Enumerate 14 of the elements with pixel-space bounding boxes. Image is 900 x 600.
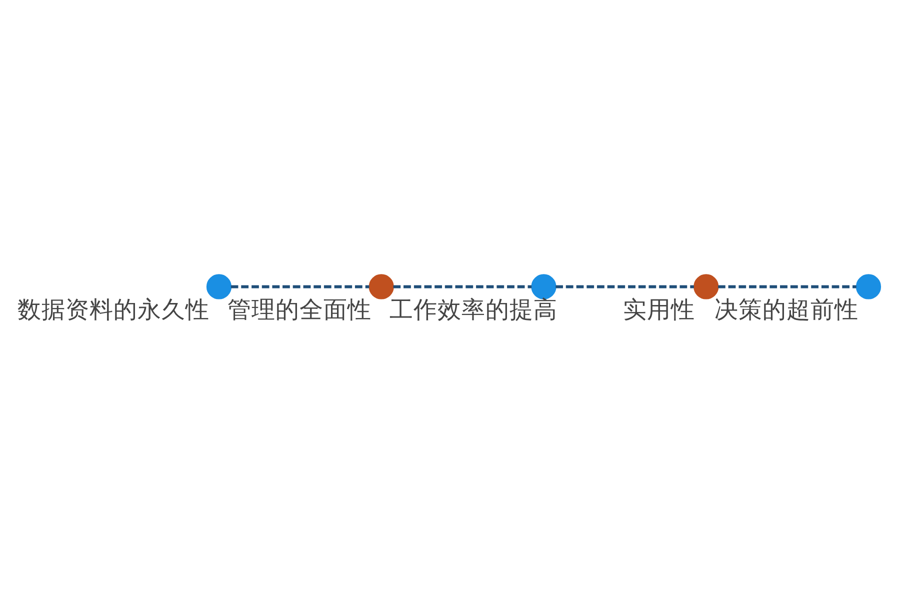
node-label: 数据资料的永久性 bbox=[17, 295, 210, 324]
connector bbox=[393, 285, 532, 288]
connector bbox=[556, 285, 694, 288]
node-circle bbox=[206, 274, 232, 300]
node-label: 实用性 bbox=[622, 295, 695, 324]
connector bbox=[230, 285, 370, 288]
node-circle bbox=[531, 274, 556, 300]
connector bbox=[718, 285, 856, 288]
node-circle bbox=[856, 274, 882, 300]
node-circle bbox=[368, 274, 394, 300]
node-circle bbox=[694, 274, 719, 300]
node-label: 决策的超前性 bbox=[714, 295, 859, 324]
node-label: 管理的全面性 bbox=[227, 295, 372, 324]
node-label: 工作效率的提高 bbox=[390, 295, 558, 324]
